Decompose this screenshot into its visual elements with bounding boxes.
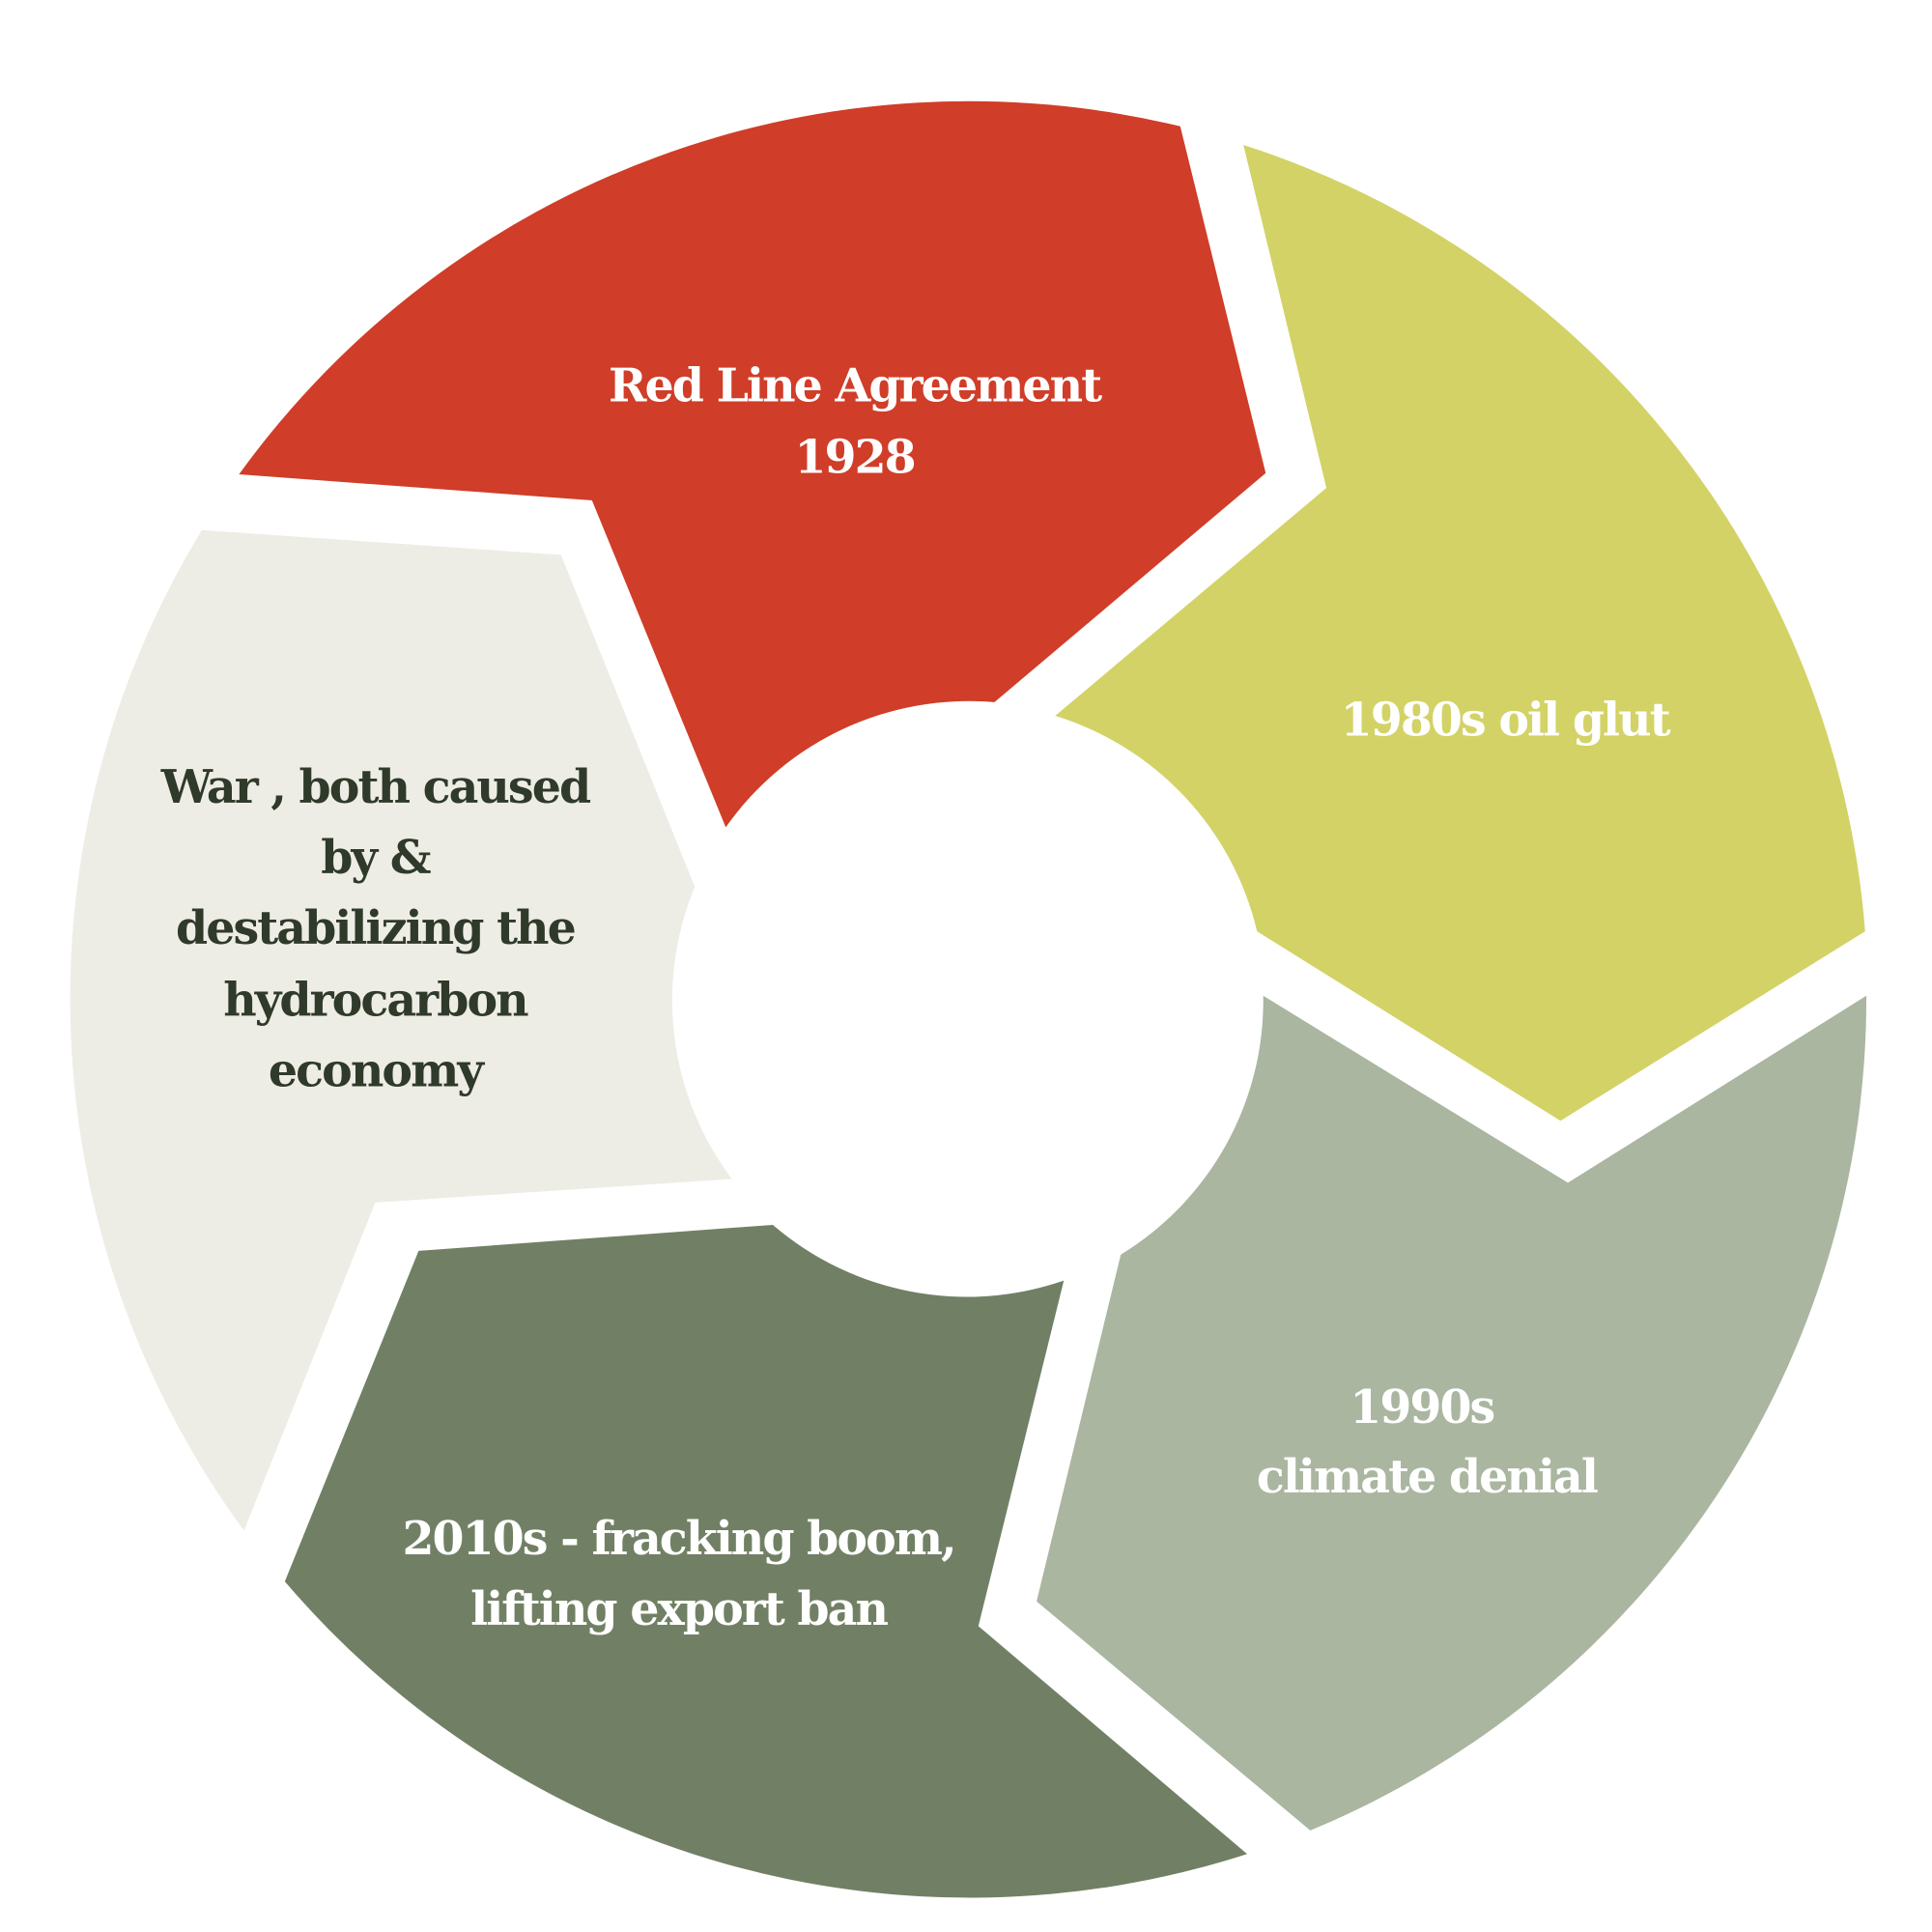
label-war: War , both caused by & destabilizing the… [160, 760, 593, 1098]
label-oil-glut: 1980s oil glut [1341, 694, 1673, 748]
label-line: 1990s [1350, 1380, 1493, 1435]
label-line: War , both caused [160, 760, 591, 814]
segment-red-line [239, 100, 1266, 828]
label-line: economy [269, 1043, 485, 1097]
label-red-line: Red Line Agreement 1928 [609, 358, 1104, 485]
label-line: destabilizing the [176, 901, 576, 955]
label-line: 2010s - fracking boom, [402, 1512, 954, 1566]
label-line: Red Line Agreement [609, 358, 1102, 412]
segment-fracking [284, 1224, 1248, 1898]
label-line: 1928 [794, 431, 914, 485]
label-line: by & [321, 831, 430, 885]
segment-war [70, 529, 732, 1531]
segment-oil-glut [1055, 145, 1865, 1122]
label-line: hydrocarbon [223, 973, 528, 1027]
label-climate-denial: 1990s climate denial [1257, 1380, 1600, 1504]
label-line: 1980s oil glut [1341, 694, 1671, 748]
label-line: climate denial [1257, 1450, 1598, 1504]
segment-climate-denial [1037, 995, 1867, 1831]
label-fracking: 2010s - fracking boom, lifting export ba… [402, 1512, 956, 1636]
label-line: lifting export ban [470, 1582, 888, 1636]
